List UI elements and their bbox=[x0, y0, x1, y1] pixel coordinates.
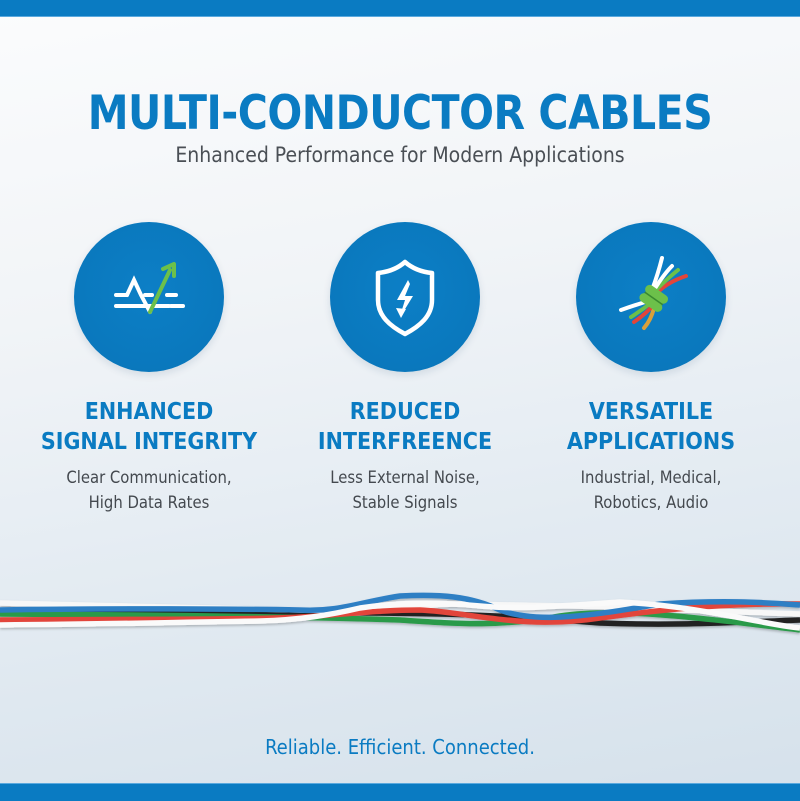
feature-heading-line: APPLICATIONS bbox=[566, 429, 736, 455]
shield-lightning-icon bbox=[375, 259, 435, 337]
feature-description-line: Clear Communication, bbox=[66, 468, 232, 487]
feature-reduced-interference: REDUCED INTERFREENCE Less External Noise… bbox=[275, 222, 535, 515]
feature-description: Less External Noise, Stable Signals bbox=[275, 465, 535, 515]
page-title: MULTI-CONDUCTOR CABLES bbox=[87, 86, 713, 141]
footer-tagline: Reliable. Efficient. Connected. bbox=[265, 735, 535, 759]
feature-heading-line: INTERFREENCE bbox=[317, 429, 493, 455]
feature-description-line: High Data Rates bbox=[88, 493, 210, 512]
top-accent-bar bbox=[0, 0, 800, 17]
feature-heading-line: VERSATILE bbox=[588, 399, 714, 425]
twisted-cable-illustration bbox=[0, 592, 800, 633]
feature-icon-circle bbox=[74, 222, 224, 372]
feature-heading-line: REDUCED bbox=[349, 399, 461, 425]
feature-icon-circle bbox=[330, 222, 480, 372]
feature-heading: REDUCED INTERFREENCE bbox=[275, 397, 535, 457]
wire-bundle-icon bbox=[619, 256, 688, 330]
feature-description: Clear Communication, High Data Rates bbox=[19, 465, 279, 515]
feature-heading-line: SIGNAL INTEGRITY bbox=[40, 429, 258, 455]
feature-heading-line: ENHANCED bbox=[84, 399, 214, 425]
feature-description-line: Less External Noise, bbox=[330, 468, 480, 487]
feature-description-line: Stable Signals bbox=[352, 493, 458, 512]
feature-versatile-applications: VERSATILE APPLICATIONS Industrial, Medic… bbox=[521, 222, 781, 515]
feature-icon-circle bbox=[576, 222, 726, 372]
feature-description-line: Industrial, Medical, bbox=[580, 468, 722, 487]
feature-description: Industrial, Medical, Robotics, Audio bbox=[521, 465, 781, 515]
feature-signal-integrity: ENHANCED SIGNAL INTEGRITY Clear Communic… bbox=[19, 222, 279, 515]
signal-integrity-icon bbox=[114, 262, 185, 314]
page-subtitle: Enhanced Performance for Modern Applicat… bbox=[175, 143, 625, 167]
feature-heading: VERSATILE APPLICATIONS bbox=[521, 397, 781, 457]
feature-description-line: Robotics, Audio bbox=[593, 493, 709, 512]
feature-heading: ENHANCED SIGNAL INTEGRITY bbox=[19, 397, 279, 457]
bottom-accent-bar bbox=[0, 783, 800, 801]
